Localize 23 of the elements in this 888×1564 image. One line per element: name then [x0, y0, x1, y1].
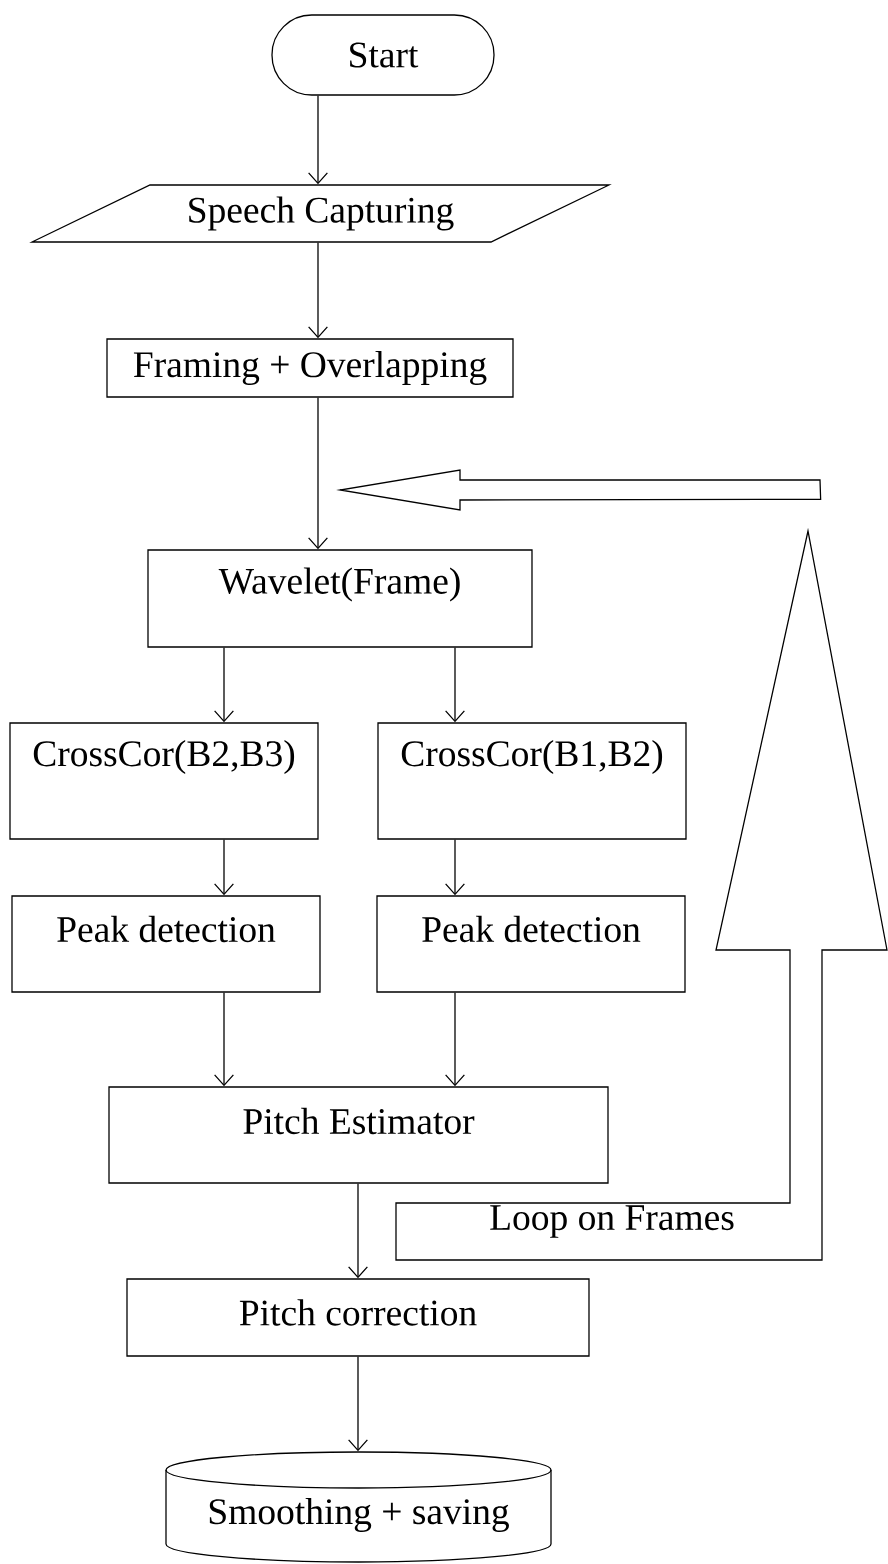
arrow: [445, 992, 465, 1087]
arrow: [348, 1183, 368, 1279]
arrow: [214, 839, 234, 896]
process-box: Framing + Overlapping: [106, 338, 514, 398]
arrow: [445, 647, 465, 723]
block-arrow: [336, 469, 822, 511]
process-box: CrossCor(B2,B3): [9, 722, 319, 840]
process-box: Wavelet(Frame): [147, 549, 533, 648]
arrow: [307, 397, 328, 550]
node-label: Smoothing + saving: [209, 1497, 509, 1533]
process-box: CrossCor(B1,B2): [377, 722, 687, 840]
arrow: [214, 992, 234, 1087]
arrow: [445, 839, 465, 896]
arrow: [348, 1356, 368, 1452]
process-box: Pitch Estimator: [108, 1086, 609, 1184]
storage-cylinder: Smoothing + saving: [165, 1451, 552, 1563]
process-box: Pitch correction: [126, 1278, 590, 1357]
start-terminal: Start: [271, 14, 495, 96]
process-box: Peak detection: [376, 895, 686, 993]
arrow: [307, 242, 328, 339]
process-box: Peak detection: [11, 895, 321, 993]
arrow: [307, 95, 328, 185]
arrow: [214, 647, 234, 723]
